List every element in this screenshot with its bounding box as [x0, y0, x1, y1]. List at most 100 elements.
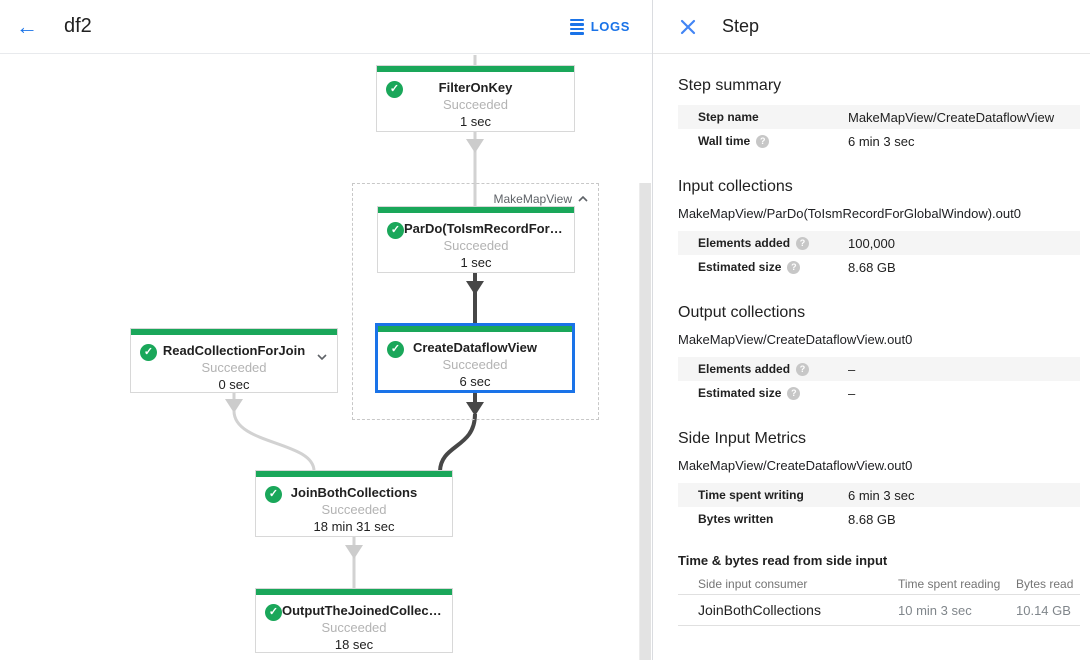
input-collections-rows: Elements added ? 100,000 Estimated size … — [678, 231, 1080, 279]
kv-value: – — [848, 385, 856, 401]
graph-node-filteronkey[interactable]: ✓ FilterOnKey Succeeded 1 sec — [376, 65, 575, 132]
node-status: Succeeded — [321, 620, 387, 635]
node-status: Succeeded — [442, 357, 508, 372]
cell-bytes-read: 10.14 GB — [1016, 602, 1071, 618]
output-collections-rows: Elements added ? – Estimated size ? – — [678, 357, 1080, 405]
help-icon[interactable]: ? — [787, 260, 801, 274]
panel-header: Step — [653, 0, 1090, 54]
graph-node-createdataflowview-selected[interactable]: ✓ CreateDataflowView Succeeded 6 sec — [375, 323, 575, 393]
column-header-bytes-read: Bytes read — [1016, 576, 1074, 591]
help-icon[interactable]: ? — [796, 362, 810, 376]
kv-label: Bytes written — [698, 512, 774, 526]
kv-row-wall-time: Wall time ? 6 min 3 sec — [678, 129, 1080, 153]
kv-row-step-name: Step name MakeMapView/CreateDataflowView — [678, 105, 1080, 129]
node-status: Succeeded — [443, 238, 509, 253]
success-check-icon: ✓ — [386, 81, 403, 98]
node-time: 18 sec — [334, 637, 374, 652]
side-input-metrics-rows: Time spent writing 6 min 3 sec Bytes wri… — [678, 483, 1080, 531]
pane-divider — [652, 0, 653, 660]
success-check-icon: ✓ — [265, 604, 282, 621]
output-collection-name: MakeMapView/CreateDataflowView.out0 — [678, 332, 913, 347]
panel-title: Step — [722, 16, 760, 36]
kv-label: Step name — [698, 110, 759, 124]
kv-label: Time spent writing — [698, 488, 804, 502]
job-title: df2 — [64, 15, 92, 37]
node-status-bar — [256, 471, 452, 477]
node-expand-control[interactable] — [317, 347, 327, 365]
kv-label: Estimated size — [698, 260, 782, 274]
node-title: ParDo(ToIsmRecordFor… — [404, 221, 563, 236]
node-title: CreateDataflowView — [412, 340, 538, 355]
kv-row-estimated-size: Estimated size ? 8.68 GB — [678, 255, 1080, 279]
kv-label: Elements added — [698, 236, 791, 250]
node-status: Succeeded — [442, 97, 509, 112]
chevron-up-icon — [578, 196, 588, 202]
graph-scrollbar-thumb[interactable] — [639, 183, 651, 660]
side-input-table: Side input consumer Time spent reading B… — [678, 573, 1080, 626]
success-check-icon: ✓ — [387, 222, 404, 239]
back-arrow-icon[interactable]: ← — [16, 13, 38, 39]
column-header-consumer: Side input consumer — [698, 576, 808, 591]
node-status-bar — [378, 326, 572, 332]
node-status-bar — [131, 329, 337, 335]
kv-label: Wall time — [698, 134, 751, 148]
column-header-time-reading: Time spent reading — [898, 576, 1001, 591]
kv-value: 8.68 GB — [848, 511, 896, 527]
group-collapse-control[interactable]: MakeMapView — [494, 192, 588, 206]
table-header-row: Side input consumer Time spent reading B… — [678, 573, 1080, 595]
kv-label: Estimated size — [698, 386, 782, 400]
node-time: 18 min 31 sec — [313, 519, 395, 534]
section-heading-output-collections: Output collections — [678, 304, 806, 321]
kv-label: Elements added — [698, 362, 791, 376]
node-status-bar — [377, 66, 574, 72]
node-time: 1 sec — [459, 114, 492, 129]
kv-value: 6 min 3 sec — [848, 487, 915, 503]
node-title: ReadCollectionForJoin — [162, 343, 306, 358]
node-time: 6 sec — [459, 374, 491, 389]
kv-row-estimated-size: Estimated size ? – — [678, 381, 1080, 405]
side-input-collection-name: MakeMapView/CreateDataflowView.out0 — [678, 458, 913, 473]
cell-time-reading: 10 min 3 sec — [898, 602, 972, 618]
kv-value: – — [848, 361, 856, 377]
group-label-text: MakeMapView — [493, 192, 572, 206]
section-heading-side-input-metrics: Side Input Metrics — [678, 430, 807, 447]
help-icon[interactable]: ? — [796, 236, 810, 250]
success-check-icon: ✓ — [140, 344, 157, 361]
graph-node-pardo-toismrecord[interactable]: ✓ ParDo(ToIsmRecordFor… Succeeded 1 sec — [377, 206, 575, 273]
step-detail-panel: Step Step summary Step name MakeMapView/… — [653, 0, 1090, 660]
node-title: FilterOnKey — [438, 80, 513, 95]
section-heading-step-summary: Step summary — [678, 77, 782, 94]
kv-row-bytes-written: Bytes written 8.68 GB — [678, 507, 1080, 531]
logs-button-label: LOGS — [590, 19, 630, 34]
kv-row-time-spent-writing: Time spent writing 6 min 3 sec — [678, 483, 1080, 507]
node-status: Succeeded — [321, 502, 387, 517]
kv-value: 8.68 GB — [848, 259, 896, 275]
graph-header: ← df2 LOGS — [0, 0, 652, 54]
node-title: JoinBothCollections — [290, 485, 418, 500]
kv-row-elements-added: Elements added ? – — [678, 357, 1080, 381]
close-icon[interactable] — [680, 19, 696, 35]
logs-button[interactable]: LOGS — [569, 18, 630, 35]
help-icon[interactable]: ? — [756, 134, 770, 148]
node-title: OutputTheJoinedCollec… — [282, 603, 442, 618]
section-heading-input-collections: Input collections — [678, 178, 793, 195]
pipeline-graph-pane: ← df2 LOGS — [0, 0, 652, 660]
graph-node-outputthejoinedcollection[interactable]: ✓ OutputTheJoinedCollec… Succeeded 18 se… — [255, 588, 453, 653]
kv-value: MakeMapView/CreateDataflowView — [848, 109, 1055, 125]
graph-node-readcollectionforjoin[interactable]: ✓ ReadCollectionForJoin Succeeded 0 sec — [130, 328, 338, 393]
node-time: 0 sec — [218, 377, 250, 392]
kv-row-elements-added: Elements added ? 100,000 — [678, 231, 1080, 255]
side-input-table-heading: Time & bytes read from side input — [678, 553, 888, 568]
node-time: 1 sec — [460, 255, 492, 270]
success-check-icon: ✓ — [265, 486, 282, 503]
input-collection-name: MakeMapView/ParDo(ToIsmRecordForGlobalWi… — [678, 206, 1021, 221]
node-status: Succeeded — [201, 360, 267, 375]
node-status-bar — [378, 207, 574, 213]
graph-node-joinbothcollections[interactable]: ✓ JoinBothCollections Succeeded 18 min 3… — [255, 470, 453, 537]
help-icon[interactable]: ? — [787, 386, 801, 400]
table-row: JoinBothCollections 10 min 3 sec 10.14 G… — [678, 595, 1080, 626]
kv-value: 100,000 — [848, 235, 895, 251]
node-status-bar — [256, 589, 452, 595]
panel-body: Step summary Step name MakeMapView/Creat… — [653, 77, 1090, 626]
